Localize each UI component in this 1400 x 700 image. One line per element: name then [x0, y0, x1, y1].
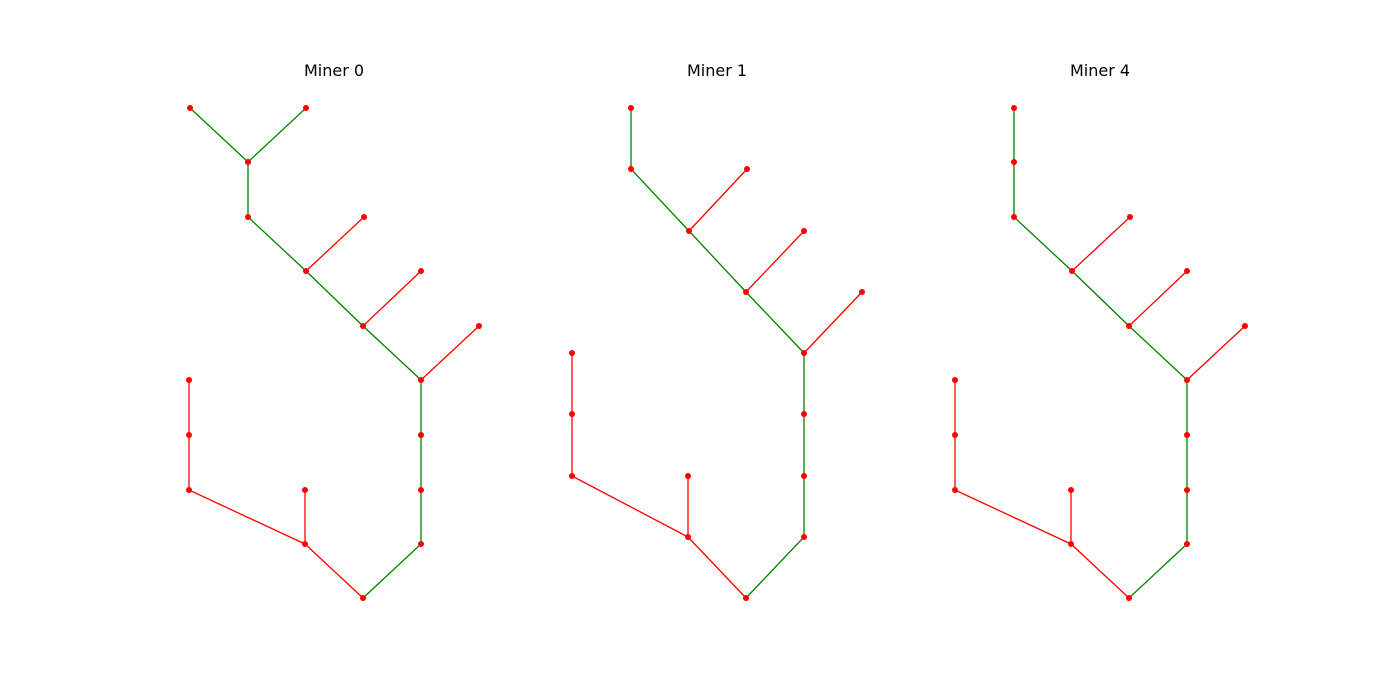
block-tree-miner-0	[186, 105, 482, 601]
block-node	[801, 534, 807, 540]
block-node	[685, 473, 691, 479]
block-node	[418, 541, 424, 547]
fork-edge	[1128, 270, 1188, 327]
fork-edge	[803, 291, 863, 354]
block-node	[418, 377, 424, 383]
block-node	[360, 323, 366, 329]
main-chain-edge	[630, 168, 690, 232]
fork-edge	[304, 543, 364, 599]
fork-edge	[954, 489, 1072, 545]
block-node	[801, 350, 807, 356]
block-node	[1068, 487, 1074, 493]
main-chain-edge	[362, 543, 422, 599]
block-node	[569, 411, 575, 417]
panel-title-miner-1: Miner 1	[687, 61, 747, 80]
block-node	[186, 377, 192, 383]
main-chain-edge	[745, 536, 805, 599]
block-node	[685, 534, 691, 540]
block-node	[303, 268, 309, 274]
main-chain-edge	[362, 325, 422, 381]
fork-edge	[687, 536, 747, 599]
fork-edge	[1071, 216, 1131, 272]
block-node	[1184, 268, 1190, 274]
block-node	[1011, 214, 1017, 220]
fork-edge	[420, 325, 480, 381]
panel-miner-4: Miner 4	[952, 61, 1248, 601]
block-tree-miner-1	[569, 105, 865, 601]
panel-miner-1: Miner 1	[569, 61, 865, 601]
block-node	[186, 487, 192, 493]
main-chain-edge	[1013, 216, 1073, 272]
fork-edge	[362, 270, 422, 327]
block-node	[476, 323, 482, 329]
block-node	[302, 487, 308, 493]
block-node	[1184, 377, 1190, 383]
block-node	[1068, 541, 1074, 547]
block-node	[952, 432, 958, 438]
block-node	[418, 432, 424, 438]
block-node	[801, 473, 807, 479]
fork-edge	[1186, 325, 1246, 381]
fork-edge	[1070, 543, 1130, 599]
main-chain-edge	[305, 270, 364, 327]
block-node	[245, 159, 251, 165]
block-node	[1127, 214, 1133, 220]
block-node	[801, 228, 807, 234]
main-chain-edge	[247, 107, 307, 163]
fork-edge	[188, 489, 306, 545]
block-node	[245, 214, 251, 220]
block-node	[1242, 323, 1248, 329]
block-node	[569, 350, 575, 356]
block-node	[186, 432, 192, 438]
panel-title-miner-4: Miner 4	[1070, 61, 1130, 80]
main-chain-edge	[1071, 270, 1130, 327]
fork-edge	[305, 216, 365, 272]
block-node	[418, 268, 424, 274]
block-node	[686, 228, 692, 234]
block-node	[1126, 323, 1132, 329]
block-node	[302, 541, 308, 547]
fork-edge	[688, 168, 748, 232]
fork-edge	[745, 230, 805, 293]
block-node	[744, 166, 750, 172]
block-node	[801, 411, 807, 417]
block-node	[1011, 159, 1017, 165]
main-chain-edge	[1128, 325, 1188, 381]
panel-miner-0: Miner 0	[186, 61, 482, 601]
block-node	[628, 105, 634, 111]
main-chain-edge	[745, 291, 805, 354]
block-node	[628, 166, 634, 172]
block-node	[1011, 105, 1017, 111]
block-node	[1184, 487, 1190, 493]
panel-title-miner-0: Miner 0	[304, 61, 364, 80]
block-node	[1184, 541, 1190, 547]
block-node	[1069, 268, 1075, 274]
block-node	[187, 105, 193, 111]
block-node	[859, 289, 865, 295]
block-node	[952, 487, 958, 493]
fork-edge	[571, 475, 689, 538]
block-node	[1184, 432, 1190, 438]
block-node	[952, 377, 958, 383]
block-node	[1126, 595, 1132, 601]
main-chain-edge	[247, 216, 307, 272]
block-node	[743, 595, 749, 601]
main-chain-edge	[189, 107, 249, 163]
block-node	[569, 473, 575, 479]
block-tree-miner-4	[952, 105, 1248, 601]
main-chain-edge	[1128, 543, 1188, 599]
block-node	[418, 487, 424, 493]
block-node	[360, 595, 366, 601]
main-chain-edge	[688, 230, 747, 293]
block-node	[303, 105, 309, 111]
block-node	[743, 289, 749, 295]
block-node	[361, 214, 367, 220]
